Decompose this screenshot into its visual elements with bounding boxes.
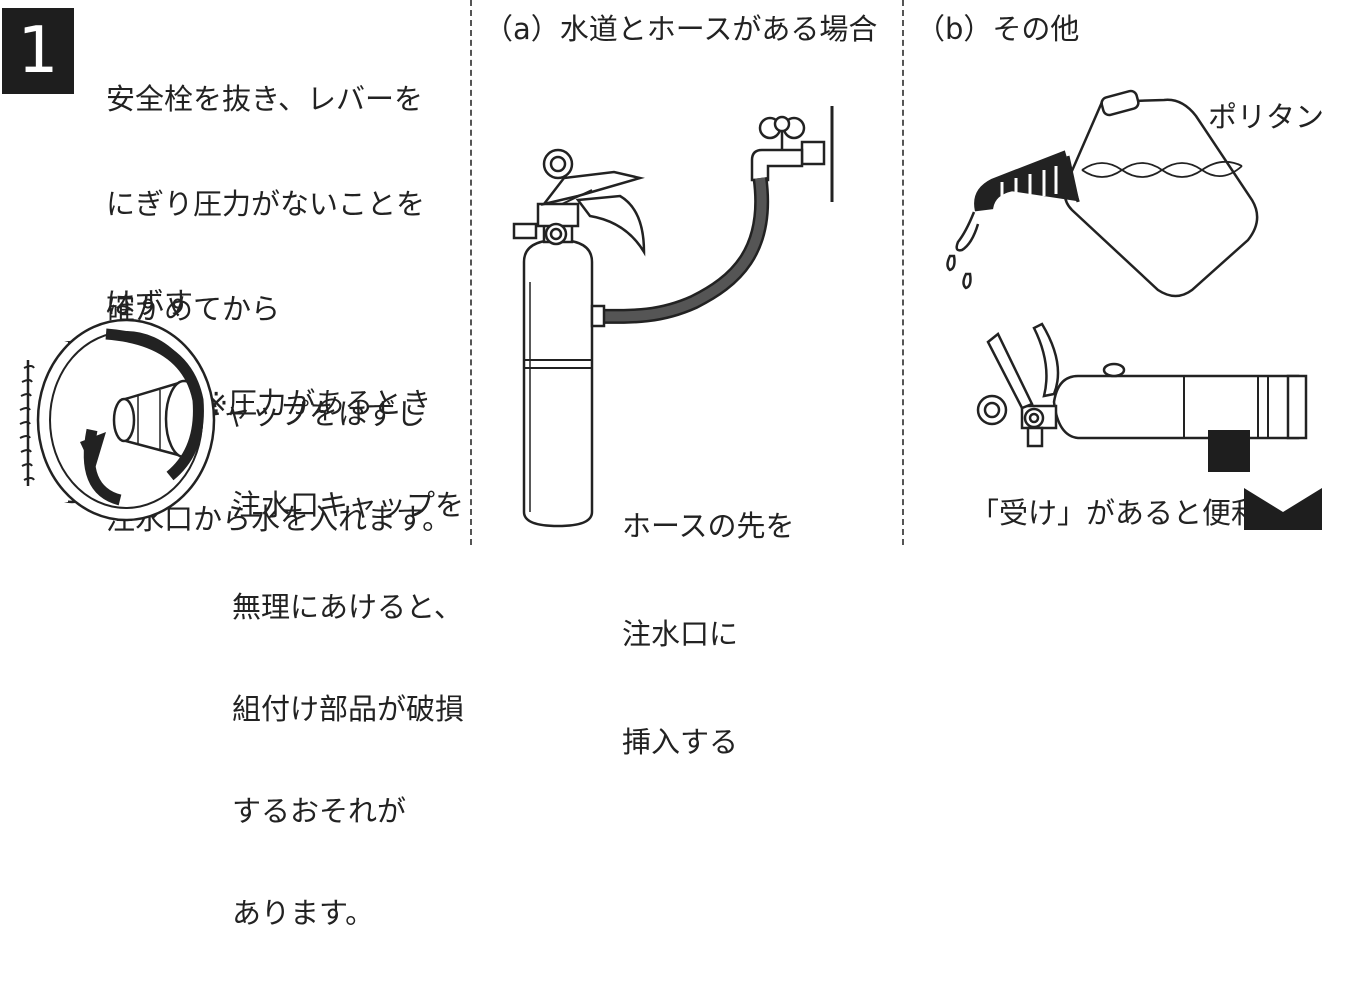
caution-line: あります。 xyxy=(232,896,375,930)
step-instructions: 安全栓を抜き、レバーを にぎり圧力がないことを 確かめてから 注水口キャップをは… xyxy=(106,12,451,607)
hose-note-line: ホースの先を xyxy=(622,509,795,543)
caution-line: するおそれが xyxy=(232,794,407,828)
remove-label: はずす xyxy=(106,286,194,320)
polytank-pouring-illustration xyxy=(946,89,1259,298)
hose-note-line: 注水口に xyxy=(622,617,739,651)
case-b-title: （b）その他 xyxy=(916,12,1080,46)
caution-line: ※圧力があるとき xyxy=(204,386,432,420)
hose-note-line: 挿入する xyxy=(622,725,739,759)
case-a-title: （a）水道とホースがある場合 xyxy=(484,12,878,46)
extinguisher-lying-illustration xyxy=(976,322,1308,472)
case-b-panel: （b）その他 ポリタン 「受け」があると便利 xyxy=(902,0,1358,545)
cap-removal-illustration xyxy=(19,318,216,522)
caution-line: 無理にあけると、 xyxy=(232,590,463,624)
panel-divider xyxy=(902,0,904,545)
step-number-badge: 1 xyxy=(2,8,74,94)
instruction-line: 安全栓を抜き、レバーを xyxy=(106,82,423,116)
tank-label: ポリタン xyxy=(1208,100,1325,134)
receiver-tray-icon xyxy=(1244,488,1322,530)
caution-line: 組付け部品が破損 xyxy=(232,692,465,726)
step-panel: 1 安全栓を抜き、レバーを にぎり圧力がないことを 確かめてから 注水口キャップ… xyxy=(0,0,470,930)
case-a-panel: （a）水道とホースがある場合 ホースの先を 注水口に 挿入する xyxy=(470,0,902,759)
panel-divider xyxy=(470,0,472,545)
caution-note: ※圧力があるとき 注水口キャップを 無理にあけると、 組付け部品が破損 するおそ… xyxy=(204,318,464,998)
extinguisher-with-faucet-illustration xyxy=(512,106,834,528)
receiver-note: 「受け」があると便利 xyxy=(970,496,1261,530)
instruction-line: にぎり圧力がないことを xyxy=(106,187,426,221)
caution-line: 注水口キャップを xyxy=(232,488,465,522)
